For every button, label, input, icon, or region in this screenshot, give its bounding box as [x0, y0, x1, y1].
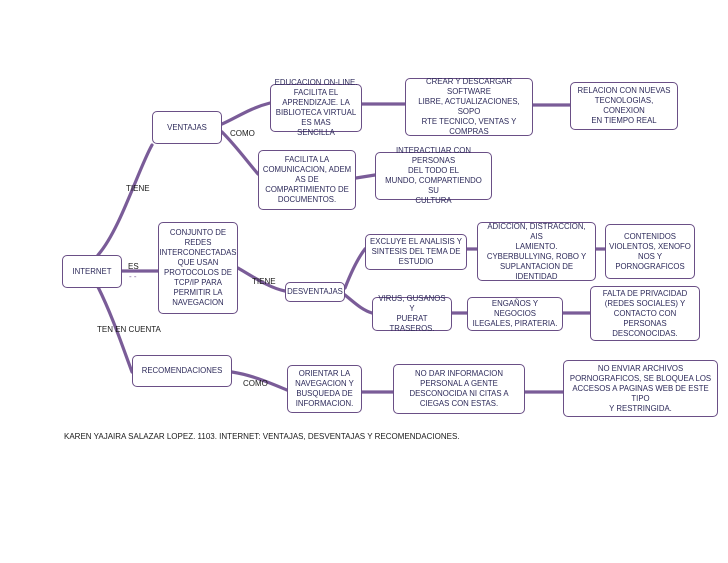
- connector-ventajas-educacion: [220, 101, 272, 126]
- connector-internet-tenencuenta: [96, 285, 134, 374]
- label-como-bottom: COMO: [243, 379, 268, 388]
- connector-facilita-interactuar: [354, 173, 377, 180]
- node-ventajas: VENTAJAS: [152, 111, 222, 144]
- node-adiccion: ADICCION, DISTRACCION, AIS LAMIENTO. CYB…: [477, 222, 596, 281]
- connector-desventajas-virus: [343, 293, 374, 315]
- node-interactuar: INTERACTUAR CON PERSONAS DEL TODO EL MUN…: [375, 146, 492, 205]
- label-tiene-mid: TIENE: [252, 277, 276, 286]
- node-internet: INTERNET: [62, 255, 122, 288]
- label-como-top: COMO: [230, 129, 255, 138]
- label-ten-en-cuenta: TEN EN CUENTA: [97, 325, 161, 334]
- connector-conjunto-desventajas: [236, 266, 287, 293]
- node-privacidad: FALTA DE PRIVACIDAD (REDES SOCIALES) Y C…: [590, 286, 700, 341]
- node-recomendaciones: RECOMENDACIONES: [132, 355, 232, 387]
- label-es-dots: - -: [129, 272, 137, 281]
- node-virus: VIRUS, GUSANOS Y PUERAT TRASEROS.: [372, 294, 452, 333]
- node-no-enviar-archivos: NO ENVIAR ARCHIVOS PORNOGRAFICOS, SE BLO…: [563, 360, 718, 417]
- node-desventajas: DESVENTAJAS: [285, 282, 345, 302]
- node-no-dar-informacion: NO DAR INFORMACION PERSONAL A GENTE DESC…: [393, 364, 525, 414]
- node-relacion-tecnologias: RELACION CON NUEVAS TECNOLOGIAS, CONEXIO…: [570, 82, 678, 130]
- node-contenidos: CONTENIDOS VIOLENTOS, XENOFO NOS Y PORNO…: [605, 224, 695, 279]
- node-conjunto-redes: CONJUNTO DE REDES INTERCONECTADAS QUE US…: [158, 222, 238, 314]
- connector-ventajas-facilita: [220, 130, 260, 176]
- node-orientar: ORIENTAR LA NAVEGACION Y BUSQUEDA DE INF…: [287, 365, 362, 413]
- label-tiene-top: TIENE: [126, 184, 150, 193]
- node-excluye: EXCLUYE EL ANALISIS Y SINTESIS DEL TEMA …: [365, 234, 467, 270]
- connector-recomendaciones-orientar: [230, 370, 289, 392]
- connector-internet-tiene: [96, 143, 154, 257]
- node-crear-descargar: CREAR Y DESCARGAR SOFTWARE LIBRE, ACTUAL…: [405, 77, 533, 136]
- node-enganos: ENGAÑOS Y NEGOCIOS ILEGALES, PIRATERIA.: [467, 297, 563, 331]
- node-facilita-comunicacion: FACILITA LA COMUNICACION, ADEM AS DE COM…: [258, 150, 356, 210]
- connector-desventajas-excluye: [343, 247, 367, 290]
- label-es: ES: [128, 262, 139, 271]
- node-educacion: EDUCACION ON-LINE. FACILITA EL APRENDIZA…: [270, 78, 362, 137]
- page-caption: KAREN YAJAIRA SALAZAR LOPEZ. 1103. INTER…: [64, 432, 460, 441]
